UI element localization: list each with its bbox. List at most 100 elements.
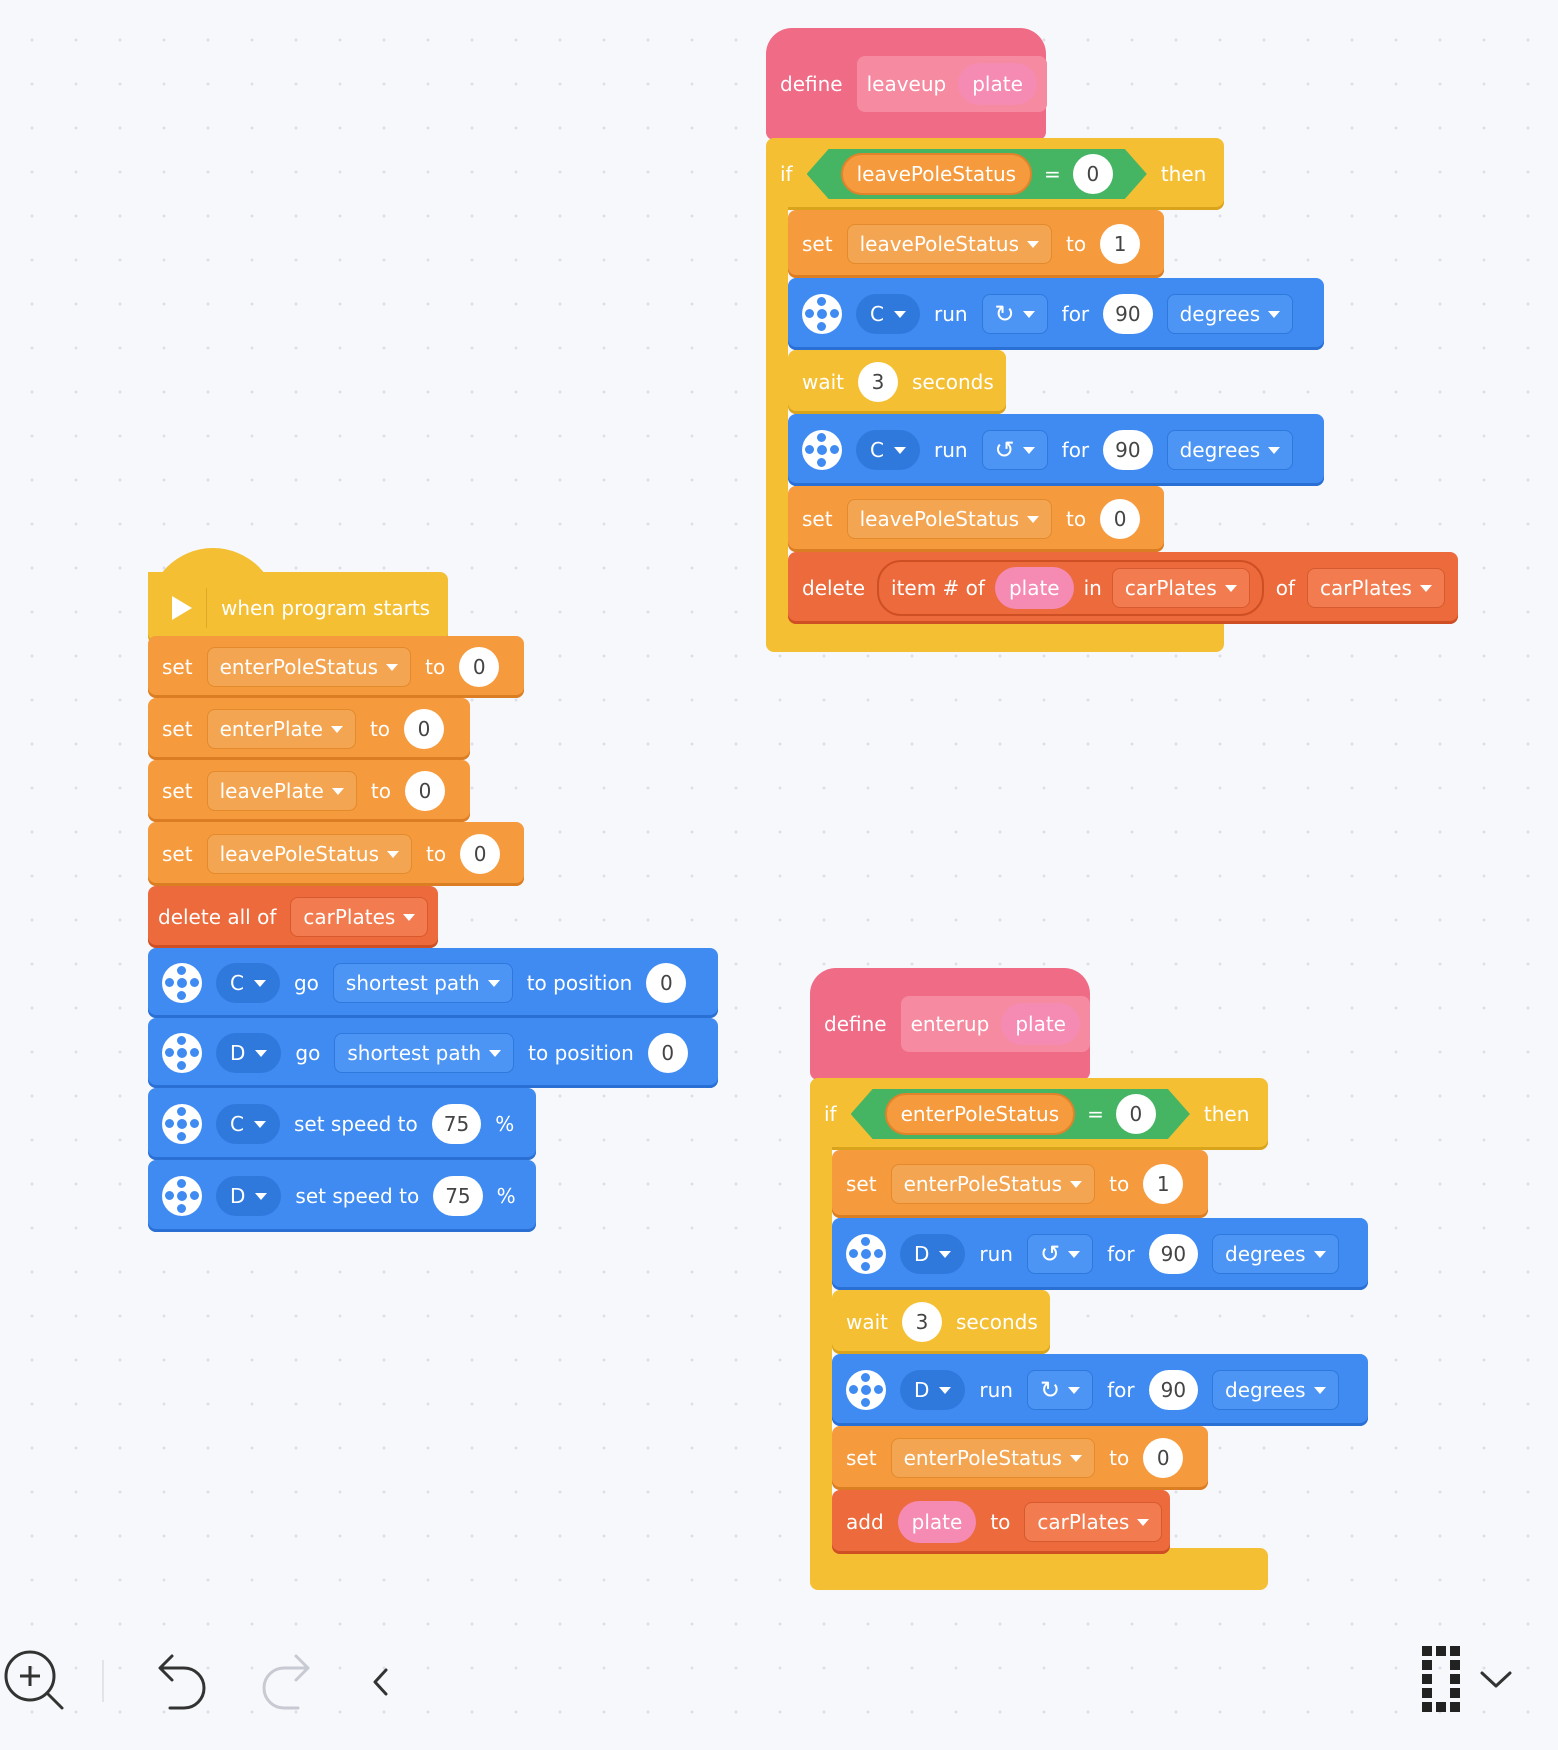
- equals-condition[interactable]: leavePoleStatus = 0: [807, 149, 1147, 199]
- plate-argument[interactable]: plate: [897, 1501, 977, 1543]
- motor-icon: [162, 1033, 202, 1073]
- position-input[interactable]: 0: [646, 963, 687, 1003]
- port-dropdown[interactable]: D: [216, 1176, 282, 1216]
- zoom-in-icon[interactable]: [2, 1648, 68, 1714]
- path-dropdown[interactable]: shortest path: [332, 963, 513, 1003]
- value-input[interactable]: 0: [404, 709, 445, 749]
- list-dropdown[interactable]: carPlates: [290, 897, 429, 937]
- direction-dropdown[interactable]: ↻: [1026, 1370, 1094, 1410]
- variable-dropdown[interactable]: enterPlate: [206, 709, 356, 749]
- variable-reporter[interactable]: enterPoleStatus: [885, 1093, 1076, 1135]
- variable-dropdown[interactable]: leavePoleStatus: [846, 224, 1053, 264]
- list-dropdown[interactable]: carPlates: [1024, 1502, 1163, 1542]
- define-leaveup-block[interactable]: define leaveup plate: [766, 28, 1047, 140]
- plate-argument[interactable]: plate: [958, 63, 1037, 105]
- port-dropdown[interactable]: C: [856, 294, 920, 334]
- value-input[interactable]: 0: [459, 647, 500, 687]
- set-enterPoleStatus-block[interactable]: set enterPoleStatus to 1: [832, 1150, 1208, 1218]
- value-input[interactable]: 1: [1143, 1164, 1184, 1204]
- variable-dropdown[interactable]: leavePoleStatus: [846, 499, 1053, 539]
- port-dropdown[interactable]: C: [216, 1104, 280, 1144]
- variable-dropdown[interactable]: enterPoleStatus: [890, 1438, 1096, 1478]
- set-leavePlate-block[interactable]: set leavePlate to 0: [148, 760, 470, 822]
- unit-dropdown[interactable]: degrees: [1212, 1234, 1339, 1274]
- direction-dropdown[interactable]: ↻: [981, 294, 1048, 334]
- path-dropdown[interactable]: shortest path: [334, 1033, 515, 1073]
- value-input[interactable]: 1: [1100, 224, 1141, 264]
- compare-input[interactable]: 0: [1073, 154, 1113, 194]
- item-number-reporter[interactable]: item # of plate in carPlates: [877, 560, 1264, 616]
- grid-icon[interactable]: [1420, 1644, 1464, 1718]
- unit-dropdown[interactable]: degrees: [1212, 1370, 1339, 1410]
- speed-input[interactable]: 75: [433, 1176, 483, 1216]
- undo-icon[interactable]: [148, 1648, 214, 1714]
- value-input[interactable]: 0: [404, 771, 445, 811]
- port-dropdown[interactable]: D: [900, 1370, 966, 1410]
- chevron-left-icon[interactable]: [366, 1664, 396, 1700]
- unit-dropdown[interactable]: degrees: [1166, 430, 1294, 470]
- motor-go-D-block[interactable]: D go shortest path to position 0: [148, 1018, 718, 1088]
- set-enterPoleStatus-block[interactable]: set enterPoleStatus to 0: [148, 636, 524, 698]
- wait-block[interactable]: wait 3 seconds: [788, 350, 1006, 414]
- port-dropdown[interactable]: D: [900, 1234, 966, 1274]
- port-dropdown[interactable]: D: [216, 1033, 282, 1073]
- position-input[interactable]: 0: [647, 1033, 688, 1073]
- value-input[interactable]: 0: [460, 834, 501, 874]
- variable-dropdown[interactable]: enterPoleStatus: [890, 1164, 1096, 1204]
- list-dropdown[interactable]: carPlates: [1111, 568, 1250, 608]
- equals-condition[interactable]: enterPoleStatus = 0: [851, 1089, 1190, 1139]
- wait-block[interactable]: wait 3 seconds: [832, 1290, 1050, 1354]
- variable-reporter[interactable]: leavePoleStatus: [841, 153, 1032, 195]
- direction-dropdown[interactable]: ↺: [981, 430, 1048, 470]
- variable-dropdown[interactable]: enterPoleStatus: [206, 647, 412, 687]
- amount-input[interactable]: 90: [1148, 1234, 1199, 1274]
- for-label: for: [1107, 1378, 1135, 1402]
- set-leavePoleStatus-block[interactable]: set leavePoleStatus to 1: [788, 210, 1164, 278]
- compare-input[interactable]: 0: [1116, 1094, 1156, 1134]
- seconds-input[interactable]: 3: [902, 1302, 943, 1342]
- value-input[interactable]: 0: [1143, 1438, 1184, 1478]
- hat-block-when-program-starts[interactable]: when program starts: [148, 548, 448, 644]
- set-label: set: [162, 842, 193, 866]
- to-label: to: [370, 779, 391, 803]
- plate-argument[interactable]: plate: [1001, 1003, 1080, 1045]
- unit-dropdown[interactable]: degrees: [1166, 294, 1294, 334]
- clockwise-icon: ↻: [994, 300, 1015, 328]
- port-dropdown[interactable]: C: [856, 430, 920, 470]
- amount-input[interactable]: 90: [1103, 430, 1153, 470]
- to-label: to: [425, 655, 446, 679]
- plate-argument[interactable]: plate: [994, 567, 1074, 609]
- motor-run-C-clockwise-block[interactable]: C run ↻ for 90 degrees: [788, 278, 1324, 350]
- value-input[interactable]: 0: [1100, 499, 1141, 539]
- variable-dropdown[interactable]: leavePoleStatus: [206, 834, 413, 874]
- redo-icon[interactable]: [254, 1648, 320, 1714]
- motor-run-D-clockwise-block[interactable]: D run ↻ for 90 degrees: [832, 1354, 1368, 1426]
- seconds-input[interactable]: 3: [858, 362, 899, 402]
- amount-input[interactable]: 90: [1103, 294, 1153, 334]
- set-leavePoleStatus-block[interactable]: set leavePoleStatus to 0: [788, 486, 1164, 552]
- port-dropdown[interactable]: C: [216, 963, 280, 1003]
- motor-speed-D-block[interactable]: D set speed to 75 %: [148, 1160, 536, 1232]
- amount-input[interactable]: 90: [1148, 1370, 1199, 1410]
- speed-input[interactable]: 75: [431, 1104, 482, 1144]
- motor-go-C-block[interactable]: C go shortest path to position 0: [148, 948, 718, 1018]
- caret-down-icon: [1027, 515, 1040, 523]
- variable-dropdown[interactable]: leavePlate: [206, 771, 357, 811]
- delete-item-block[interactable]: delete item # of plate in carPlates of c…: [788, 552, 1458, 624]
- if-block[interactable]: if leavePoleStatus = 0 then: [766, 138, 1224, 210]
- go-label: go: [293, 971, 319, 995]
- if-block[interactable]: if enterPoleStatus = 0 then: [810, 1078, 1268, 1150]
- add-to-list-block[interactable]: add plate to carPlates: [832, 1490, 1170, 1554]
- chevron-down-icon[interactable]: [1476, 1664, 1516, 1694]
- motor-run-D-counterclockwise-block[interactable]: D run ↺ for 90 degrees: [832, 1218, 1368, 1290]
- define-enterup-block[interactable]: define enterup plate: [810, 968, 1090, 1080]
- direction-dropdown[interactable]: ↺: [1026, 1234, 1094, 1274]
- motor-speed-C-block[interactable]: C set speed to 75 %: [148, 1088, 536, 1160]
- delete-all-of-block[interactable]: delete all of carPlates: [148, 886, 438, 948]
- motor-run-C-counterclockwise-block[interactable]: C run ↺ for 90 degrees: [788, 414, 1324, 486]
- set-enterPlate-block[interactable]: set enterPlate to 0: [148, 698, 470, 760]
- set-enterPoleStatus-block[interactable]: set enterPoleStatus to 0: [832, 1426, 1208, 1490]
- list-dropdown[interactable]: carPlates: [1307, 568, 1445, 608]
- if-block-arm: [810, 1138, 832, 1558]
- set-leavePoleStatus-block[interactable]: set leavePoleStatus to 0: [148, 822, 524, 886]
